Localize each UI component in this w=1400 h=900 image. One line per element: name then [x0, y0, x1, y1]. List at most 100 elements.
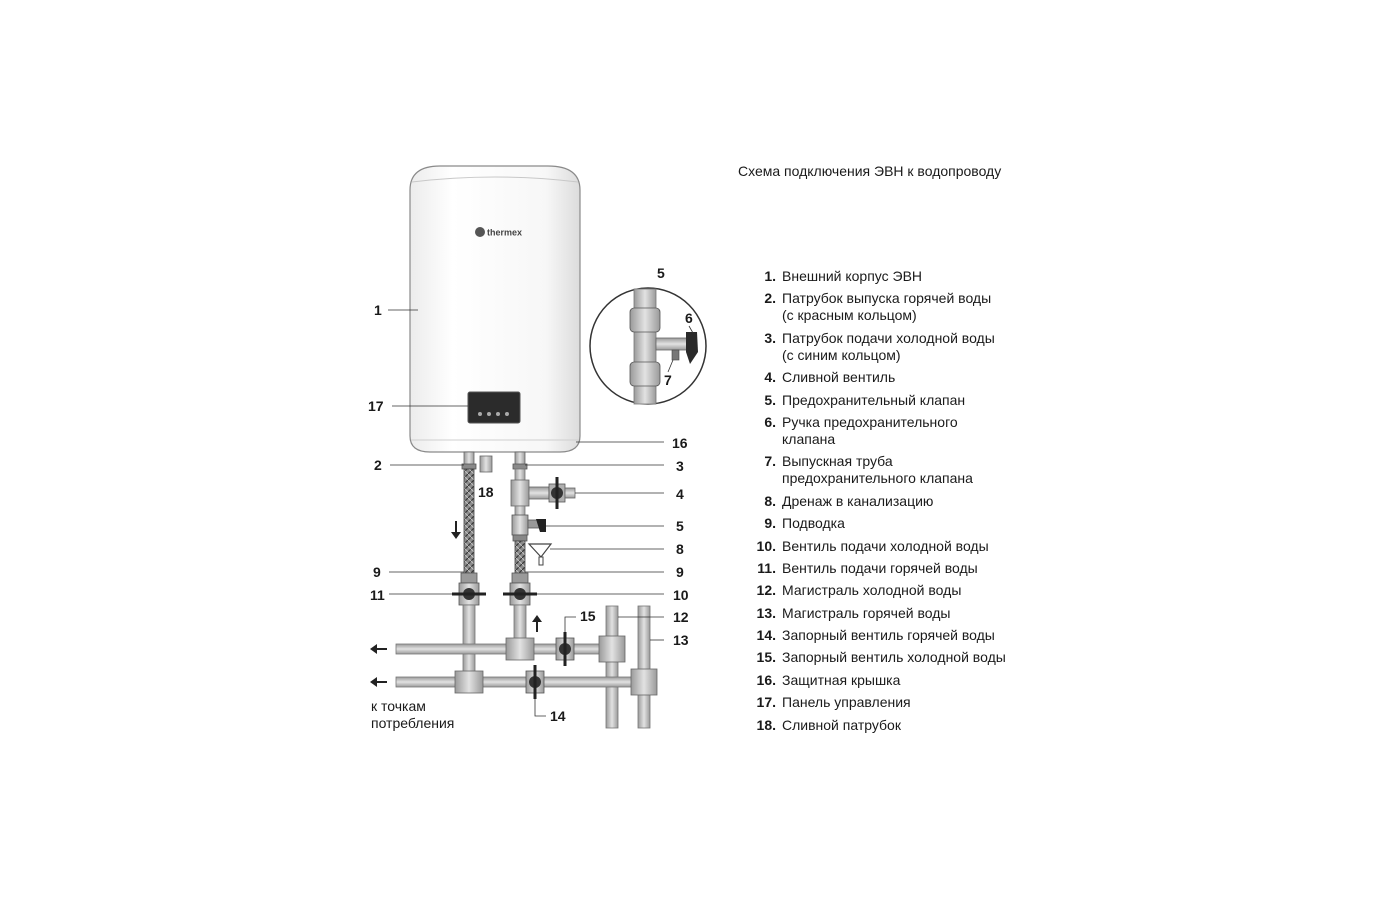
callout-5-inset: 5	[657, 265, 665, 281]
legend-text: Вентиль подачи горячей воды	[782, 559, 978, 576]
legend-item: 10.Вентиль подачи холодной воды	[748, 538, 1048, 555]
legend-text: Сливной патрубок	[782, 716, 901, 733]
legend-item: 18. Сливной патрубок	[748, 717, 1048, 734]
callout-15: 15	[580, 608, 596, 624]
legend-number: 12.	[756, 582, 776, 599]
callout-14: 14	[550, 708, 566, 724]
legend-item: 16. Защитная крышка	[748, 672, 1048, 689]
arrow-left-icon	[370, 677, 387, 687]
legend-item: 5.Предохранительный клапан	[748, 392, 1048, 409]
safety-valve	[511, 514, 546, 542]
legend-number: 6.	[764, 413, 776, 430]
callout-5: 5	[676, 518, 684, 534]
legend-number: 2.	[764, 290, 776, 307]
brand-logo: thermex	[475, 227, 522, 238]
sewer-drain-funnel	[527, 543, 553, 566]
control-panel	[467, 391, 521, 424]
cold-supply-valve	[503, 572, 537, 606]
cold-pipe-mid	[514, 505, 526, 517]
legend-item: 12. Магистраль холодной воды	[748, 582, 1048, 599]
flow-arrow-down-icon	[451, 521, 461, 539]
legend-number: 16.	[756, 671, 776, 688]
legend-text: Панель управления	[782, 694, 911, 711]
cold-water-inlet-nozzle	[512, 451, 528, 470]
legend-item: 14. Запорный вентиль горячей воды	[748, 627, 1048, 644]
cold-distribution-pipe	[395, 635, 626, 663]
callout-1: 1	[374, 302, 382, 318]
consumers-label-line2: потребления	[371, 715, 454, 731]
legend-text: Защитная крышка	[782, 671, 901, 688]
legend-number: 17.	[756, 694, 776, 711]
legend-item: 8.Дренаж в канализацию	[748, 493, 1048, 510]
legend-item: 2. Патрубок выпуска горячей воды (с красн…	[748, 290, 1048, 324]
hot-pipe-vertical	[462, 604, 476, 674]
legend-text: Патрубок выпуска горячей воды (с красным…	[782, 290, 992, 324]
legend-text: Дренаж в канализацию	[782, 492, 934, 509]
legend-text: Патрубок подачи холодной воды (с синим к…	[782, 329, 995, 363]
cold-shutoff-valve	[555, 632, 575, 666]
hot-water-outlet-nozzle	[461, 451, 477, 470]
legend-number: 11.	[757, 559, 776, 576]
hot-shutoff-valve	[525, 665, 545, 699]
drain-valve-tee	[510, 477, 576, 509]
legend-text: Запорный вентиль горячей воды	[782, 627, 995, 644]
legend-number: 15.	[756, 649, 776, 666]
legend-list: 1. Внешний корпус ЭВН 2. Патрубок выпуска г…	[748, 268, 1048, 739]
legend-text: Сливной вентиль	[782, 369, 896, 386]
diagram-title: Схема подключения ЭВН к водопроводу	[738, 163, 1002, 179]
legend-item: 1. Внешний корпус ЭВН	[748, 268, 1048, 285]
consumers-label-line1: к точкам	[371, 698, 426, 714]
callout-10: 10	[673, 587, 689, 603]
callout-8: 8	[676, 541, 684, 557]
legend-text: Запорный вентиль холодной воды	[782, 649, 1006, 666]
callout-16: 16	[672, 435, 688, 451]
legend-item: 3. Патрубок подачи холодной воды (с синим…	[748, 330, 1048, 364]
cold-flexible-hose	[514, 540, 526, 574]
legend-text: Магистраль холодной воды	[782, 582, 962, 599]
callout-11: 11	[370, 587, 385, 603]
water-heater-tank	[409, 165, 581, 453]
callout-13: 13	[673, 632, 689, 648]
legend-number: 3.	[764, 329, 776, 346]
legend-item: 13. Магистраль горячей воды	[748, 605, 1048, 622]
legend-number: 13.	[756, 604, 776, 621]
brand-logo-text: thermex	[487, 228, 522, 238]
flow-arrow-up-icon	[532, 615, 542, 632]
brand-logo-icon	[475, 227, 485, 237]
callout-18: 18	[478, 484, 494, 500]
legend-number: 4.	[764, 369, 776, 386]
hot-water-main	[637, 605, 651, 729]
callout-4: 4	[676, 486, 684, 502]
safety-valve-detail-inset	[589, 287, 707, 405]
callout-17: 17	[368, 398, 384, 414]
legend-item: 17. Панель управления	[748, 694, 1048, 711]
legend-text: Внешний корпус ЭВН	[782, 268, 923, 284]
callout-7: 7	[664, 372, 672, 388]
legend-item: 9.Подводка	[748, 515, 1048, 532]
legend-text: Магистраль горячей воды	[782, 604, 951, 621]
legend-number: 1.	[764, 268, 776, 284]
legend-text: Вентиль подачи холодной воды	[782, 537, 989, 554]
callout-3: 3	[676, 458, 684, 474]
callout-2: 2	[374, 457, 382, 473]
hot-distribution-pipe	[395, 668, 658, 696]
callout-9-right: 9	[676, 564, 684, 580]
callout-6: 6	[685, 310, 693, 326]
arrow-left-icon	[370, 644, 387, 654]
legend-text: Выпускная труба предохранительного клапа…	[782, 453, 973, 487]
hot-flexible-hose	[463, 468, 475, 574]
legend-number: 18.	[756, 716, 776, 733]
legend-number: 14.	[756, 627, 776, 644]
hot-supply-valve	[452, 572, 486, 606]
leader-lines	[388, 309, 694, 717]
legend-number: 7.	[764, 453, 776, 470]
legend-text: Ручка предохранительного клапана	[782, 413, 958, 447]
drain-nozzle	[479, 455, 493, 473]
cold-water-main	[605, 605, 619, 729]
legend-item: 6. Ручка предохранительного клапана	[748, 414, 1048, 448]
legend-item: 15. Запорный вентиль холодной воды	[748, 649, 1048, 666]
legend-item: 7. Выпускная труба предохранительного кла…	[748, 453, 1048, 487]
legend-number: 5.	[764, 391, 776, 408]
callout-12: 12	[673, 609, 689, 625]
